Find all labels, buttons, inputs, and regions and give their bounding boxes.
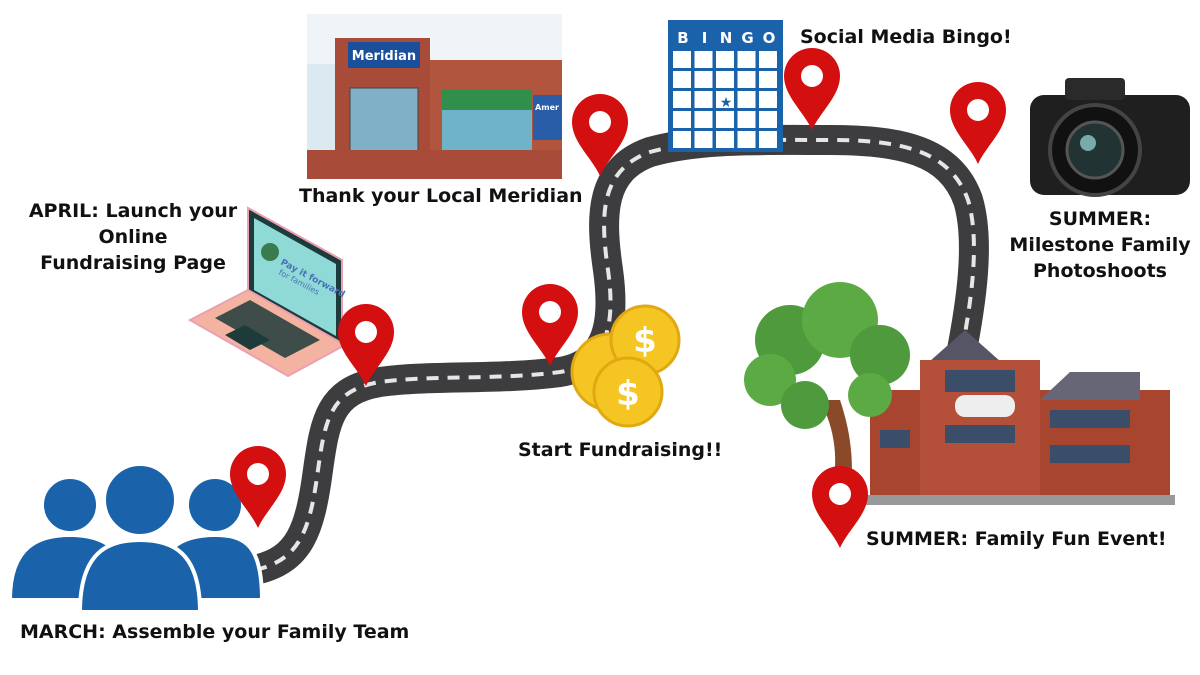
- bingo-letter: B: [677, 29, 688, 47]
- location-pin-icon: [572, 94, 628, 176]
- storefront-icon: Meridian Amer: [307, 14, 562, 179]
- label-fundraising: Start Fundraising!!: [518, 439, 723, 461]
- location-pin-icon: [338, 304, 394, 386]
- family-group-icon: [7, 462, 265, 614]
- label-line: Photoshoots: [1033, 260, 1167, 282]
- label-event: SUMMER: Family Fun Event!: [866, 528, 1167, 550]
- location-pin-icon: [812, 466, 868, 548]
- label-line: Online: [98, 226, 168, 248]
- star-icon: ★: [720, 95, 733, 111]
- laptop-icon: Pay it forward for families: [187, 206, 348, 378]
- location-pin-icon: [522, 284, 578, 366]
- tree-icon: [744, 282, 910, 500]
- svg-text:$: $: [616, 374, 640, 414]
- road: [240, 124, 989, 585]
- bingo-letter: O: [763, 29, 776, 47]
- bingo-letter: N: [720, 29, 733, 47]
- label-april: APRIL: Launch your Online Fundraising Pa…: [28, 198, 238, 276]
- svg-text:Amer: Amer: [535, 103, 559, 112]
- label-march: MARCH: Assemble your Family Team: [20, 621, 410, 643]
- storefront-sign: Meridian: [352, 49, 416, 64]
- label-line: SUMMER:: [1048, 208, 1152, 230]
- label-photoshoot: SUMMER: Milestone Family Photoshoots: [1005, 206, 1195, 284]
- building-icon: [860, 330, 1175, 505]
- label-line: APRIL: Launch your: [28, 200, 238, 222]
- svg-text:$: $: [633, 321, 657, 361]
- dollar-coins-icon: $ $: [570, 304, 681, 428]
- building-sign: [955, 395, 1015, 417]
- camera-icon: [1030, 78, 1190, 197]
- bingo-letter: G: [741, 29, 753, 47]
- label-bingo: Social Media Bingo!: [800, 26, 1012, 48]
- bingo-letter: I: [702, 29, 708, 47]
- label-thank: Thank your Local Meridian: [299, 185, 583, 207]
- label-line: Fundraising Page: [40, 252, 226, 274]
- location-pin-icon: [784, 48, 840, 130]
- location-pin-icon: [950, 82, 1006, 164]
- label-line: Milestone Family: [1009, 234, 1191, 256]
- location-pin-icon: [230, 446, 286, 528]
